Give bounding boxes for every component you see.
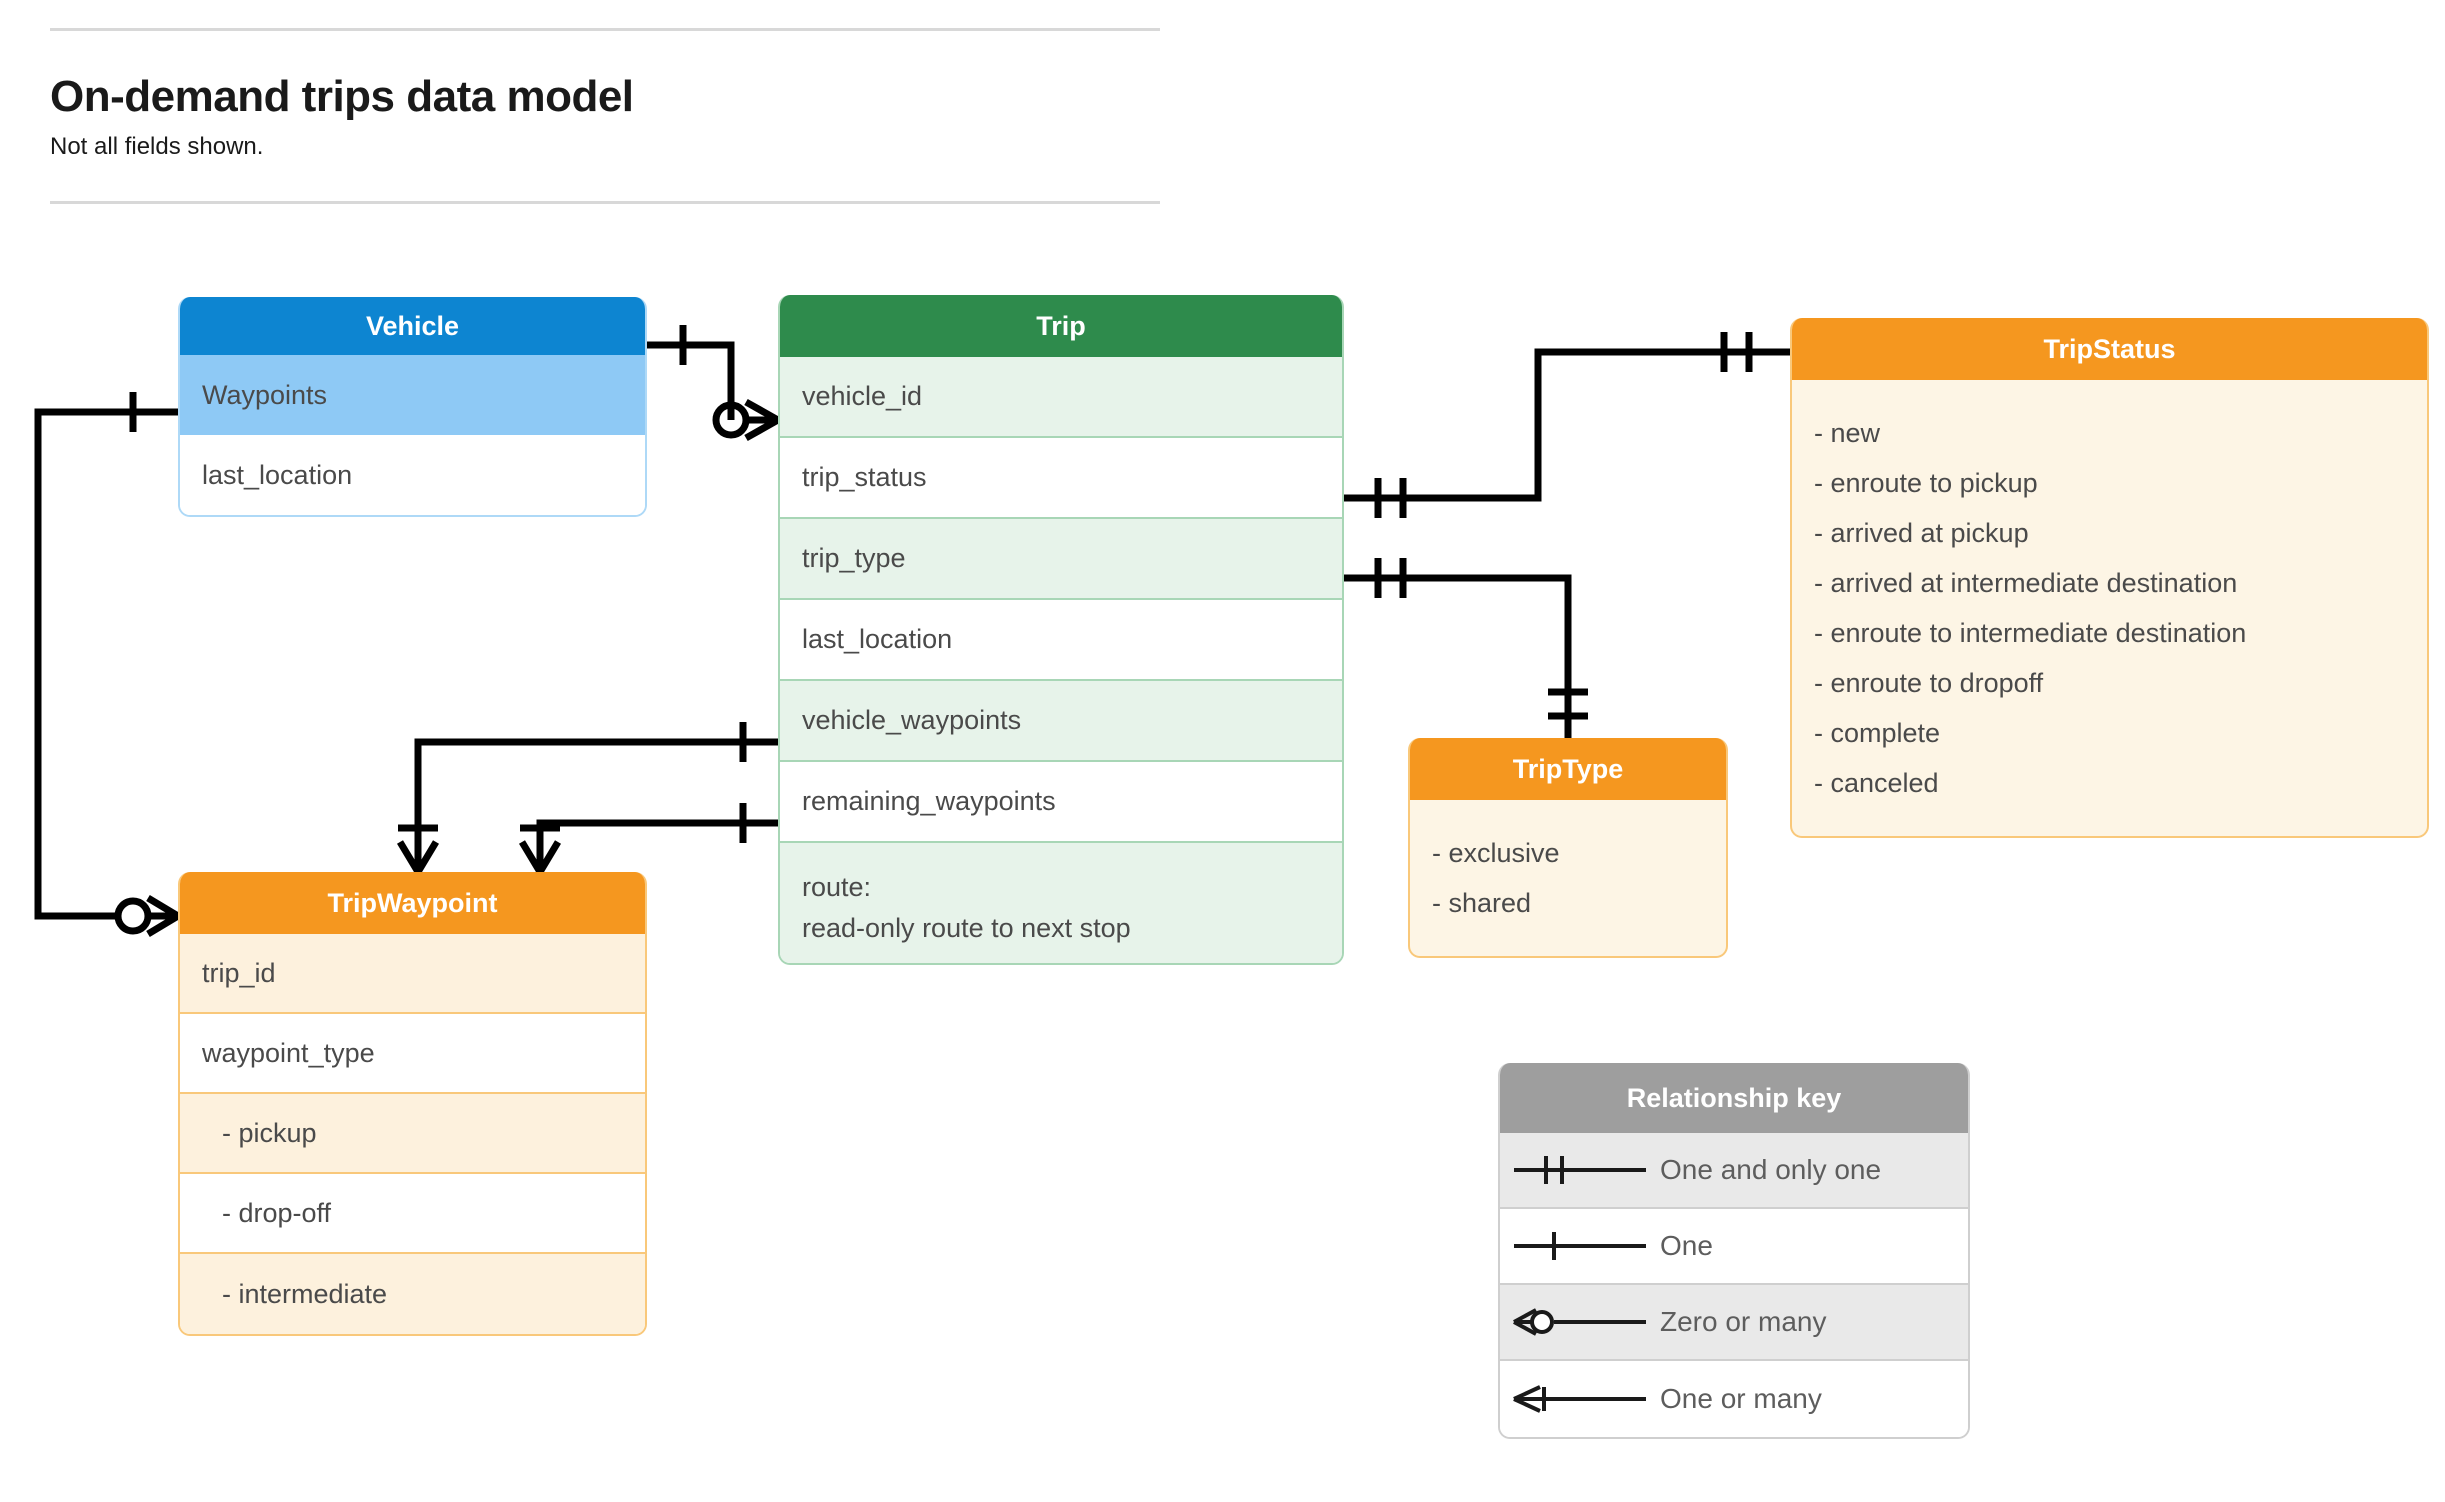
triptype-value: - exclusive (1432, 838, 1560, 868)
one-icon (1500, 1226, 1660, 1266)
legend-label: One and only one (1660, 1154, 1882, 1185)
entity-trip[interactable]: Trip vehicle_id trip_status trip_type la… (778, 295, 1344, 965)
relationship-key-panel: Relationship key One and only one (1498, 1063, 1970, 1439)
one-or-many-icon (1500, 1379, 1660, 1419)
header-rule-bottom (50, 201, 1160, 205)
entity-tripstatus-title: TripStatus (1792, 318, 2427, 380)
field-tripwaypoint-trip-id[interactable]: trip_id (180, 934, 645, 1014)
field-trip-trip-status[interactable]: trip_status (780, 438, 1342, 519)
one-and-only-one-icon (1500, 1150, 1660, 1190)
field-trip-last-location[interactable]: last_location (780, 600, 1342, 681)
tripstatus-value: - complete (1814, 718, 1941, 748)
field-trip-route-line2: read-only route to next stop (802, 912, 1131, 943)
field-trip-trip-type[interactable]: trip_type (780, 519, 1342, 600)
legend-row-one-and-only-one: One and only one (1500, 1133, 1968, 1209)
tripstatus-value: - new (1814, 418, 1881, 448)
field-vehicle-waypoints[interactable]: Waypoints (180, 355, 645, 435)
tripstatus-value: - canceled (1814, 768, 1939, 798)
field-trip-remaining-waypoints[interactable]: remaining_waypoints (780, 762, 1342, 843)
entity-vehicle-title: Vehicle (180, 297, 645, 355)
header-rule-top (50, 28, 1160, 31)
legend-label: One or many (1660, 1383, 1822, 1414)
legend-label: One (1660, 1230, 1713, 1261)
entity-triptype-title: TripType (1410, 738, 1726, 800)
entity-tripwaypoint[interactable]: TripWaypoint trip_id waypoint_type - pic… (178, 872, 647, 1336)
tripstatus-value: - arrived at pickup (1814, 518, 2029, 548)
entity-tripstatus[interactable]: TripStatus - new - enroute to pickup - a… (1790, 318, 2429, 838)
legend-row-zero-or-many: Zero or many (1500, 1285, 1968, 1361)
field-vehicle-last-location[interactable]: last_location (180, 435, 645, 515)
header-block: On-demand trips data model Not all field… (50, 28, 1160, 205)
legend-row-one-or-many: One or many (1500, 1361, 1968, 1437)
field-tripwaypoint-value-dropoff[interactable]: - drop-off (180, 1174, 645, 1254)
entity-triptype[interactable]: TripType - exclusive - shared (1408, 738, 1728, 958)
field-trip-vehicle-id[interactable]: vehicle_id (780, 357, 1342, 438)
page-subtitle: Not all fields shown. (50, 133, 264, 161)
page-title: On-demand trips data model (50, 72, 634, 121)
legend-label: Zero or many (1660, 1306, 1827, 1337)
triptype-value: - shared (1432, 888, 1532, 918)
tripstatus-value: - enroute to intermediate destination (1814, 618, 2247, 648)
field-trip-route[interactable]: route: read-only route to next stop (780, 843, 1342, 963)
field-tripwaypoint-waypoint-type[interactable]: waypoint_type (180, 1014, 645, 1094)
field-tripwaypoint-value-intermediate[interactable]: - intermediate (180, 1254, 645, 1334)
tripstatus-value-list: - new - enroute to pickup - arrived at p… (1792, 380, 2427, 836)
field-trip-route-line1: route: (802, 872, 872, 902)
entity-trip-title: Trip (780, 295, 1342, 357)
tripstatus-value: - enroute to pickup (1814, 468, 2038, 498)
triptype-value-list: - exclusive - shared (1410, 800, 1726, 956)
zero-or-many-icon (1500, 1302, 1660, 1342)
relationship-key-title: Relationship key (1500, 1063, 1968, 1133)
field-trip-vehicle-waypoints[interactable]: vehicle_waypoints (780, 681, 1342, 762)
field-tripwaypoint-value-pickup[interactable]: - pickup (180, 1094, 645, 1174)
legend-row-one: One (1500, 1209, 1968, 1285)
tripstatus-value: - enroute to dropoff (1814, 668, 2044, 698)
tripstatus-value: - arrived at intermediate destination (1814, 568, 2238, 598)
entity-vehicle[interactable]: Vehicle Waypoints last_location (178, 297, 647, 517)
entity-tripwaypoint-title: TripWaypoint (180, 872, 645, 934)
